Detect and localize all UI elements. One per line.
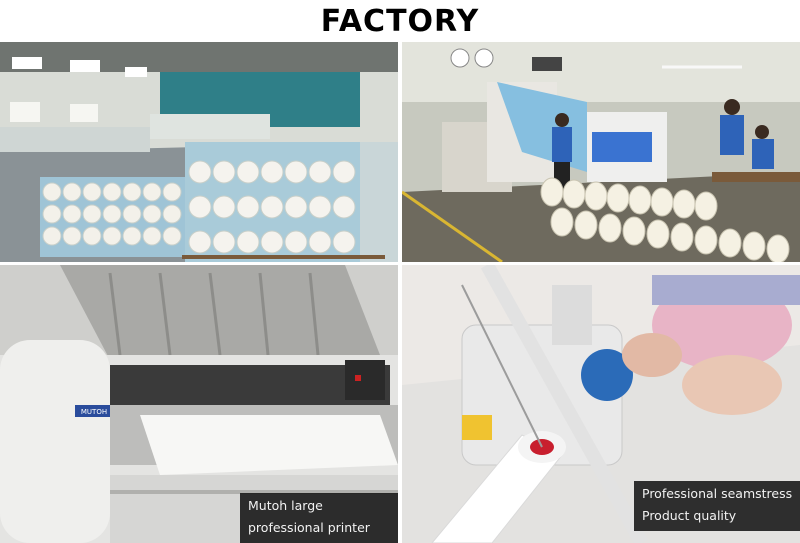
- sewing-caption-line1: Professional seamstress: [642, 486, 793, 501]
- worker-figure: [720, 99, 774, 169]
- printer-caption-line1: Mutoh large: [248, 498, 323, 513]
- production-floor-photo: [402, 42, 800, 262]
- printer-brand-badge: [75, 405, 113, 417]
- warehouse-photo: [0, 42, 398, 262]
- fabric-roll-pile: [540, 177, 790, 262]
- fabric-roll-stack-right: [185, 142, 398, 262]
- sewing-photo: Professional seamstress Product quality: [402, 265, 800, 543]
- printed-paper: [140, 415, 398, 475]
- photo-grid: MUTOH Mutoh large professional printer: [0, 42, 800, 543]
- page-title: FACTORY: [320, 3, 480, 39]
- printer-caption: Mutoh large professional printer: [240, 493, 398, 543]
- sewing-caption: Professional seamstress Product quality: [634, 481, 800, 531]
- production-floor-scene: [402, 42, 800, 262]
- fabric-roll-stack-left: [40, 177, 190, 257]
- sewing-caption-line2: Product quality: [642, 508, 737, 523]
- printer-brand-text: MUTOH: [81, 408, 107, 416]
- machine-brand-disc: [581, 349, 633, 401]
- warehouse-scene: [0, 42, 398, 262]
- printer-caption-line2: professional printer: [248, 520, 370, 535]
- printer-photo: MUTOH Mutoh large professional printer: [0, 265, 398, 543]
